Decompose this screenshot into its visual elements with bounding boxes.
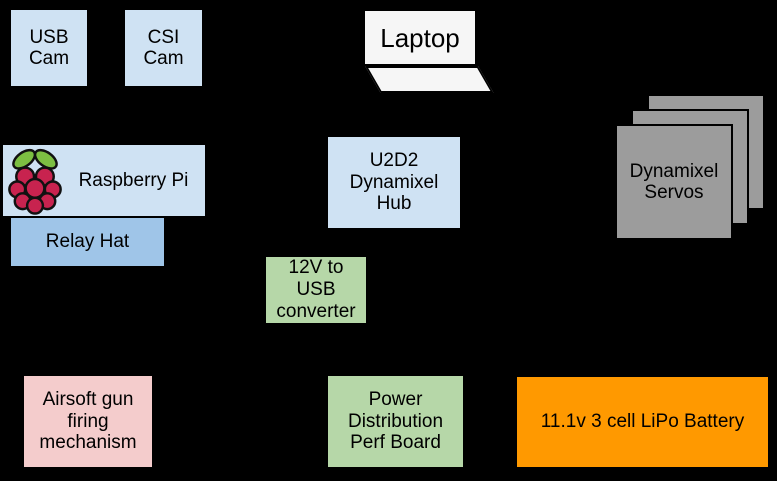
raspberry-pi-label: Raspberry Pi xyxy=(78,169,189,191)
laptop-base-shape xyxy=(365,66,494,93)
dynamixel-servos-label: Dynamixel Servos xyxy=(629,160,719,204)
raspberry-pi-node: Raspberry Pi xyxy=(3,145,205,216)
relay-hat-node: Relay Hat xyxy=(11,218,164,266)
dynamixel-servos-node: Dynamixel Servos xyxy=(615,94,765,240)
airsoft-mechanism-label: Airsoft gun firing mechanism xyxy=(39,389,137,454)
u2d2-hub-node: U2D2 Dynamixel Hub xyxy=(328,137,460,228)
relay-hat-label: Relay Hat xyxy=(45,231,130,253)
12v-usb-converter-node: 12V to USB converter xyxy=(266,257,366,323)
power-board-label: Power Distribution Perf Board xyxy=(347,389,444,454)
servo-square-front: Dynamixel Servos xyxy=(615,124,733,240)
airsoft-mechanism-node: Airsoft gun firing mechanism xyxy=(24,376,152,467)
csi-cam-label: CSI Cam xyxy=(143,26,184,70)
lipo-battery-label: 11.1v 3 cell LiPo Battery xyxy=(540,411,745,433)
laptop-node: Laptop xyxy=(363,9,477,66)
usb-cam-node: USB Cam xyxy=(11,10,87,86)
power-board-node: Power Distribution Perf Board xyxy=(328,376,463,467)
csi-cam-node: CSI Cam xyxy=(125,10,202,86)
lipo-battery-node: 11.1v 3 cell LiPo Battery xyxy=(517,377,768,467)
u2d2-hub-label: U2D2 Dynamixel Hub xyxy=(349,150,439,215)
raspberry-pi-logo-icon xyxy=(8,148,62,215)
laptop-label: Laptop xyxy=(380,22,460,53)
usb-cam-label: USB Cam xyxy=(28,26,70,70)
12v-usb-converter-label: 12V to USB converter xyxy=(276,257,356,322)
